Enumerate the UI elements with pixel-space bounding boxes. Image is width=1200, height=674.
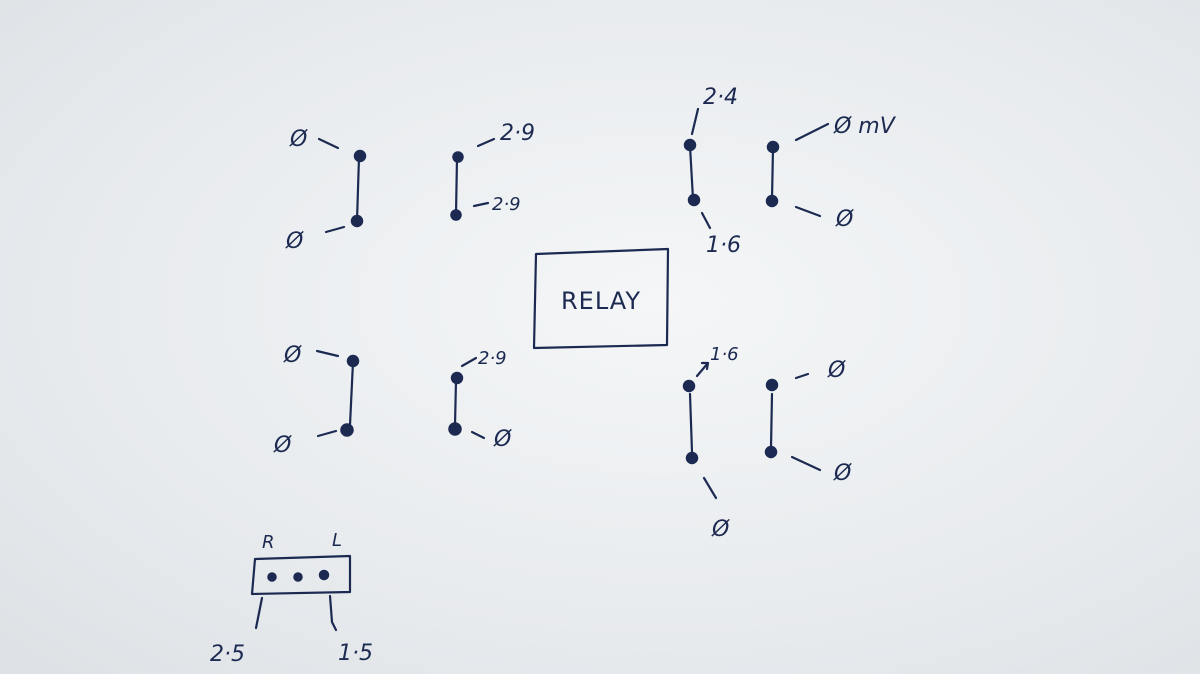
- pin-dot: [766, 140, 780, 154]
- pin-label: 2·9: [478, 348, 507, 369]
- pin-dot: [682, 379, 696, 393]
- pin-label: Ø: [493, 427, 512, 452]
- lead-line: [794, 372, 810, 380]
- pin-label: Ø: [283, 343, 302, 368]
- lead-line: [690, 107, 700, 136]
- connector-right-label: L: [332, 530, 342, 551]
- pin-label: 2·9: [500, 121, 535, 146]
- lead-line: [472, 201, 490, 208]
- pin-label: 2·9: [492, 194, 521, 215]
- pin-dot: [353, 149, 367, 163]
- pin-group-3: 2·4 1·6: [683, 85, 741, 258]
- lead-line: [700, 211, 712, 230]
- connector-left-label: R: [262, 532, 275, 553]
- pin-group-6: 2·9 Ø: [448, 348, 512, 452]
- pin-dot: [687, 193, 701, 207]
- connector-pin: [267, 572, 277, 582]
- lead-line: [328, 594, 338, 632]
- relay-outline: [532, 247, 670, 350]
- pin-dot: [448, 422, 462, 436]
- lead-line: [315, 349, 340, 358]
- pin-dot: [765, 194, 779, 208]
- connector-right-value: 1·5: [338, 641, 373, 666]
- pin-label: Ø: [273, 433, 292, 458]
- pin-dot: [350, 214, 364, 228]
- pin-dot: [450, 209, 462, 221]
- pin-group-4: Ø mV Ø: [765, 114, 897, 232]
- pin-label: Ø: [833, 461, 852, 486]
- lead-line: [316, 429, 338, 438]
- pin-dot: [683, 138, 697, 152]
- lead-line: [460, 356, 478, 368]
- lead-line: [794, 205, 822, 218]
- pin-dot: [764, 445, 778, 459]
- pin-label: Ø: [711, 517, 730, 542]
- pin-dot: [765, 378, 779, 392]
- pin-dot: [452, 151, 464, 163]
- pin-dot: [340, 423, 354, 437]
- pin-link: [453, 378, 458, 428]
- pin-label: Ø: [285, 229, 304, 254]
- pin-label: 1·6: [710, 344, 739, 365]
- pin-group-2: 2·9 2·9: [450, 121, 535, 221]
- pin-label: Ø mV: [833, 114, 897, 139]
- pin-dot: [346, 354, 360, 368]
- relay-box: RELAY: [532, 247, 670, 350]
- pin-group-8: Ø Ø: [764, 358, 852, 486]
- lead-line: [790, 455, 822, 472]
- pin-link: [355, 155, 361, 223]
- pin-label: Ø: [827, 358, 846, 383]
- lead-line: [254, 596, 264, 630]
- pin-label: 1·6: [706, 233, 741, 258]
- pin-link: [688, 144, 695, 201]
- connector-outline: [250, 554, 352, 596]
- pin-dot: [685, 451, 699, 465]
- pin-label: 2·4: [703, 85, 738, 110]
- pin-group-5: Ø Ø: [273, 343, 360, 458]
- pin-link: [770, 146, 775, 201]
- lead-line: [476, 137, 496, 148]
- pin-link: [688, 392, 694, 454]
- lead-arrow: [695, 361, 710, 378]
- lead-line: [702, 476, 718, 500]
- pin-link: [769, 392, 774, 450]
- pin-group-1: Ø Ø: [285, 127, 367, 254]
- pin-link: [348, 360, 355, 427]
- connector-left-value: 2·5: [210, 642, 245, 667]
- lead-line: [794, 122, 830, 142]
- pin-label: Ø: [835, 207, 854, 232]
- connector-pin: [318, 569, 330, 581]
- relay-label: RELAY: [561, 287, 641, 315]
- lead-line: [470, 430, 486, 440]
- lead-line: [324, 225, 346, 234]
- connector-pin: [293, 572, 303, 582]
- pin-dot: [450, 371, 464, 385]
- connector: R L 2·5 1·5: [210, 530, 373, 667]
- lead-line: [317, 137, 340, 150]
- pin-label: Ø: [289, 127, 308, 152]
- pin-group-7: 1·6 Ø: [682, 344, 739, 542]
- pin-link: [454, 156, 459, 216]
